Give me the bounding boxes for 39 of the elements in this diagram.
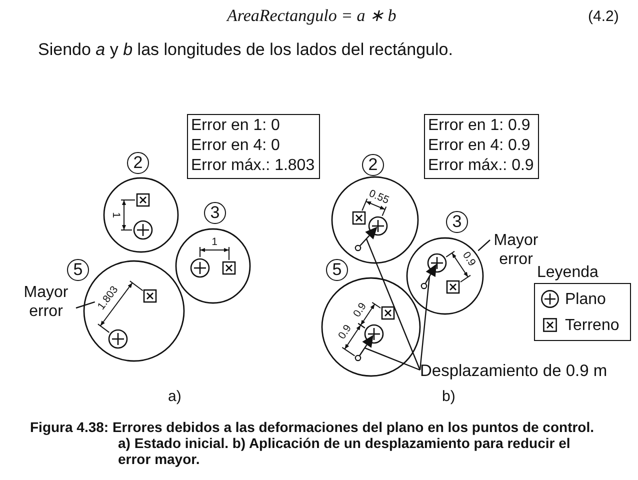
error-box — [424, 114, 539, 179]
dimension-value: 0.9 — [351, 300, 370, 320]
callout-number: 5 — [67, 259, 89, 281]
leader-line — [76, 301, 96, 309]
error-box — [187, 114, 320, 179]
callout-text: Desplazamiento de 0.9 m — [420, 362, 608, 381]
error-text: Error máx.: 1.803 — [191, 156, 315, 176]
callout-number: 2 — [127, 152, 149, 174]
direction-arrow — [424, 264, 436, 284]
figure-caption: Figura 4.38: Errores debidos a las deformaciones del plano en los puntos de control. a) Estado inicial. b) Aplicación de un desplazamiento para reducir el error mayor. — [30, 419, 596, 467]
dimension-value: 1 — [110, 212, 122, 218]
dimension-value: 0.55 — [367, 188, 391, 207]
body-text: Siendo a y b las longitudes de los lados del rectángulo. — [38, 40, 453, 60]
callout-text: Mayor error — [16, 283, 76, 321]
panel-label: b) — [442, 388, 456, 406]
leader-line — [364, 347, 420, 371]
legend-text: Plano — [565, 290, 606, 308]
leader-line — [419, 276, 430, 370]
callout-number: 5 — [326, 259, 348, 281]
error-text: Error en 4: 0.9 — [428, 136, 532, 156]
direction-arrow — [359, 334, 374, 356]
leader-line — [478, 240, 490, 252]
callout-number: 3 — [446, 211, 468, 233]
callout-number: 2 — [362, 154, 384, 176]
error-text: Error máx.: 0.9 — [428, 156, 534, 176]
equation: AreaRectangulo = a ∗ b — [227, 6, 396, 26]
error-text: Error en 1: 0.9 — [428, 116, 532, 136]
error-text: Error en 1: 0 — [191, 116, 281, 136]
leader-line — [366, 238, 421, 370]
error-text: Error en 4: 0 — [191, 136, 281, 156]
dimension-value: 0.9 — [336, 322, 354, 342]
callout-number: 3 — [204, 202, 226, 224]
direction-arrow — [360, 226, 378, 246]
dimension-value: 1 — [212, 236, 218, 248]
legend-text: Terreno — [565, 316, 620, 334]
dimension-value: 0.9 — [460, 250, 478, 268]
panel-label: a) — [168, 388, 182, 406]
legend-title: Leyenda — [537, 263, 598, 282]
equation-number: (4.2) — [588, 8, 619, 26]
